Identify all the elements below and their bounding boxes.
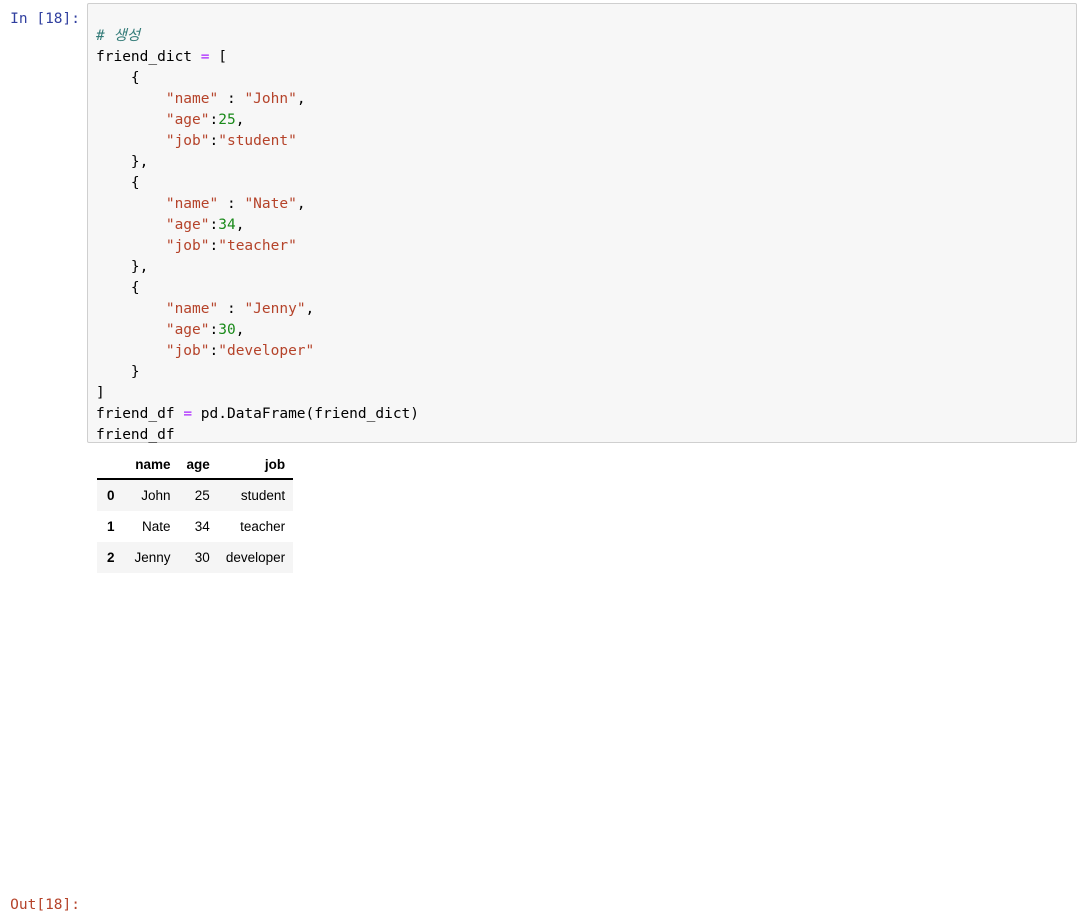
code-token-plain: },	[130, 258, 149, 275]
code-token-plain: {	[130, 69, 140, 86]
table-row-index: 1	[107, 519, 115, 534]
code-token-plain: ,	[235, 111, 245, 128]
table-cell-job: developer	[225, 550, 286, 565]
code-token-string: "job"	[165, 342, 210, 359]
code-token-string: "job"	[165, 132, 210, 149]
code-token-plain: :	[218, 195, 245, 212]
code-token-string: "Nate"	[244, 195, 297, 212]
table-row: 1 Nate 34 teacher	[97, 511, 294, 542]
code-token-plain: pd.DataFrame(friend_dict)	[192, 405, 420, 422]
code-token-string: "developer"	[218, 342, 315, 359]
table-cell-name: John	[141, 488, 171, 503]
table-column-header-job: job	[217, 454, 294, 480]
code-token-number: 30	[218, 321, 236, 338]
code-token-op: =	[200, 48, 210, 65]
table-column-header-age: age	[178, 454, 218, 480]
table-cell-age: 25	[194, 488, 210, 503]
table-cell-age: 34	[194, 519, 210, 534]
table-row-index: 2	[107, 550, 115, 565]
code-token-plain: :	[209, 237, 219, 254]
code-token-string: "name"	[165, 90, 219, 107]
code-token-string: "John"	[244, 90, 297, 107]
code-token-plain: :	[209, 321, 219, 338]
code-token-plain: :	[218, 90, 245, 107]
code-token-plain: friend_df	[96, 426, 175, 443]
code-token-plain: {	[130, 279, 140, 296]
table-column-header-name: name	[126, 454, 179, 480]
code-token-string: "age"	[165, 216, 210, 233]
code-token-plain: {	[130, 174, 140, 191]
code-token-plain: :	[209, 342, 219, 359]
code-token-plain: :	[209, 216, 219, 233]
code-token-plain: },	[130, 153, 149, 170]
code-token-plain: }	[130, 363, 140, 380]
code-token-plain: friend_dict	[96, 48, 201, 65]
code-token-plain: :	[218, 300, 245, 317]
table-cell-name: Nate	[142, 519, 171, 534]
code-token-string: "job"	[165, 237, 210, 254]
code-token-comment: # 생성	[96, 27, 141, 44]
table-cell-job: student	[240, 488, 286, 503]
code-token-plain: :	[209, 132, 219, 149]
table-cell-age: 30	[194, 550, 210, 565]
table-cell-job: teacher	[240, 519, 286, 534]
notebook-input-cell: In [18]: # 생성 friend_dict = [ { "name" :…	[0, 0, 1085, 444]
code-token-string: "age"	[165, 111, 210, 128]
code-token-plain: :	[209, 111, 219, 128]
code-token-plain: ,	[296, 90, 306, 107]
code-token-string: "name"	[165, 300, 219, 317]
code-token-string: "age"	[165, 321, 210, 338]
code-token-op: =	[183, 405, 193, 422]
table-row: 0 John 25 student	[97, 479, 294, 511]
code-source[interactable]: # 생성 friend_dict = [ { "name" : "John", …	[96, 26, 419, 446]
table-cell-name: Jenny	[134, 550, 171, 565]
code-token-plain: ,	[305, 300, 315, 317]
table-index-header	[97, 454, 127, 480]
code-token-number: 25	[218, 111, 236, 128]
output-prompt-label: Out[18]:	[10, 897, 80, 913]
code-editor[interactable]: # 생성 friend_dict = [ { "name" : "John", …	[87, 3, 1077, 443]
code-token-plain: friend_df	[96, 405, 184, 422]
input-prompt-label: In [18]:	[10, 11, 80, 27]
code-token-plain: ,	[235, 216, 245, 233]
code-token-number: 34	[218, 216, 236, 233]
code-token-string: "teacher"	[218, 237, 297, 254]
table-row: 2 Jenny 30 developer	[97, 542, 294, 573]
code-token-string: "name"	[165, 195, 219, 212]
code-token-plain: ]	[96, 384, 105, 401]
code-token-plain: [	[209, 48, 227, 65]
table-row-index: 0	[107, 488, 115, 503]
dataframe-body: 0 John 25 student 1 Nate 34 teacher 2 Jenny 30 deve…	[97, 479, 294, 573]
code-token-plain: ,	[296, 195, 306, 212]
code-token-string: "student"	[218, 132, 297, 149]
code-token-string: "Jenny"	[244, 300, 306, 317]
code-token-plain: ,	[235, 321, 245, 338]
